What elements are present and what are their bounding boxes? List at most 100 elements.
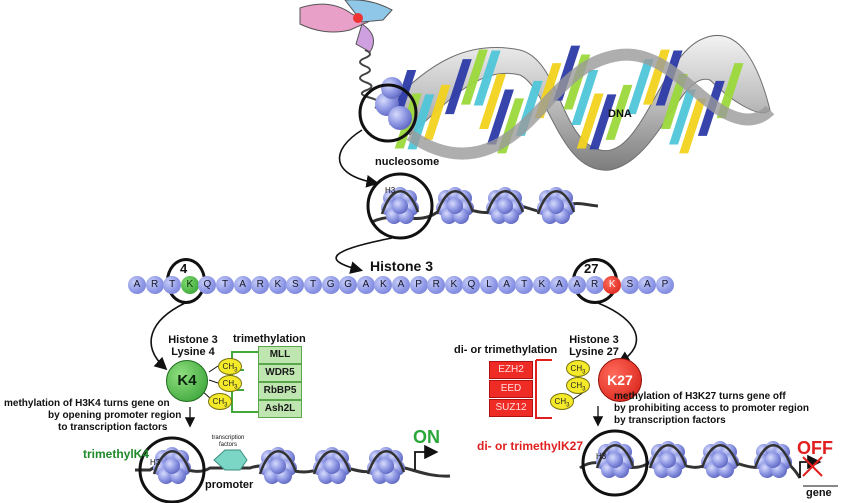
amino-acid: P [656,276,674,294]
histone-bead [270,458,286,474]
dna-wrap [485,190,525,215]
di-trimethylk27-label: di- or trimethylK27 [477,439,584,453]
dna-wrap [435,190,475,215]
left-desc-2: by opening promoter region [48,410,182,421]
k27-label: K27 [607,372,633,388]
amino-acid: T [163,276,182,294]
nucleosome-zoom-ring [358,83,418,143]
base-pair-rung [473,50,501,106]
amino-acid: T [304,276,322,294]
arrow-to-nucleosomes [338,129,380,188]
histone3-label: Histone 3 [370,258,434,274]
nucleosome [366,447,406,484]
enzyme-box: EED [489,380,533,398]
nucleosome [380,187,420,224]
nucleosome [258,447,298,484]
pos27-label: 27 [584,261,599,276]
base-pair-rung [479,74,506,129]
amino-acid: K [374,276,393,294]
enzyme-box: SUZ12 [489,399,533,417]
amino-acid: A [497,276,516,294]
nucleosome [536,187,576,224]
amino-acid: R [145,276,164,294]
histone-bead [378,458,394,474]
h3-left-label: H3 [150,458,161,467]
histone-bead [765,452,781,468]
amino-acid: A [568,276,586,294]
on-label: ON [413,427,440,447]
amino-acid: S [620,276,639,294]
right-methyl-bracket [535,359,552,419]
nucleosome-label: nucleosome [375,156,440,168]
amino-acid: Q [198,276,217,294]
nucleosome [700,441,740,478]
ch3-text: CH [570,381,583,390]
enzyme-box: MLL [258,346,302,364]
right-h3-ring [581,429,649,497]
blocked-x-icon [802,456,823,477]
nucleosome [753,441,793,478]
base-pair-rung [444,59,472,115]
dna-wrap [648,444,688,469]
amino-acid: K [444,276,463,294]
histone-bead [712,452,728,468]
histone-bead [447,198,463,214]
amino-acid: Q [462,276,481,294]
base-pair-rung [461,49,488,105]
arrow-k4 [150,302,186,371]
amino-acid: A [550,276,569,294]
base-pair-rung [669,89,696,145]
base-pair-rung [589,94,617,150]
amino-acid: A [233,276,252,294]
dna-wrap [152,450,192,475]
chromatin-closed [579,441,802,479]
histone-bead [497,198,513,214]
dna-helix [384,34,775,171]
base-pair-rung [661,74,688,129]
nucleosome [595,441,635,478]
amino-acid: A [392,276,410,294]
dna-wrap [536,190,576,215]
ch3-text: CH [570,364,583,373]
histone-bead [548,198,564,214]
base-pair-rung [679,98,707,154]
chromatin-open [135,447,451,484]
right-h3-sub: Lysine 27 [569,346,619,358]
transcription-factors-label: transcription factors [211,435,245,448]
enzyme-box: Ash2L [258,400,302,418]
arrow-k27 [597,302,638,364]
left-h3-ring [138,436,206,503]
gene-label: gene [806,487,832,499]
ch3-2: CH3 [218,375,242,392]
amino-acid: T [216,276,234,294]
amino-acid: A [356,276,375,294]
dna-wrap [380,190,420,215]
chromosome-illustration [299,0,393,53]
histone-bead [392,198,408,214]
amino-acid: P [409,276,428,294]
ch3-3: CH3 [208,393,232,410]
dna-wrap [595,444,635,469]
nucleosome [435,187,475,224]
left-h3-title: Histone 3 [168,334,218,346]
nucleosome [485,187,525,224]
off-arrow [799,454,822,478]
trimethylation-label: trimethylation [233,333,306,345]
nucleosome [312,447,352,484]
ch3-sub: 3 [582,369,586,376]
ch3-r2: CH3 [566,377,590,394]
base-pair-rung [576,93,604,149]
arrow-to-histone3 [335,237,393,274]
base-pair-rung [605,84,633,140]
amino-acid: L [480,276,498,294]
enzyme-box: RbBP5 [258,382,302,400]
dna-wrap [312,450,352,475]
dna-wrap [700,444,740,469]
nucleosome-string [371,187,599,224]
right-desc-2: by prohibiting access to promoter region [614,403,810,414]
amino-acid: G [321,276,340,294]
helix-nucleosomes [375,77,412,130]
trimethylk4-label: trimethylK4 [83,447,150,461]
ch3-sub: 3 [224,402,228,409]
base-pair-rung [655,50,683,106]
